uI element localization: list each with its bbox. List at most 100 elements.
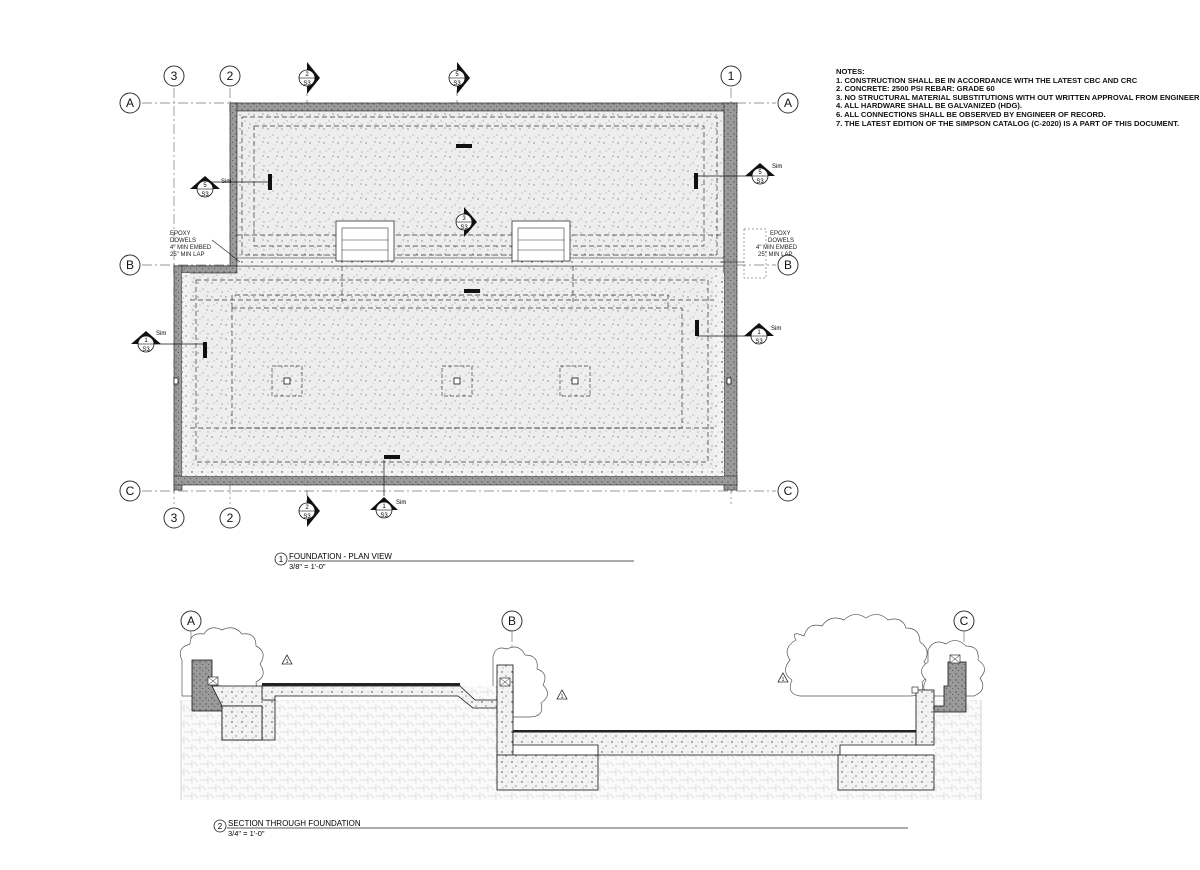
east-footing-edge — [714, 273, 724, 476]
note-item: 2. CONCRETE: 2500 PSI REBAR: GRADE 60 — [836, 84, 995, 94]
grid-label-b-left: B — [126, 258, 134, 272]
section-marker-right-5: 5 S3 Sim — [697, 163, 782, 185]
lower-slab-top-edge — [513, 730, 916, 733]
section-number: 3 — [462, 216, 466, 222]
svg-text:DOWELS: DOWELS — [170, 238, 196, 244]
section-sheet: S3 — [755, 339, 763, 345]
general-notes: NOTES: 1. CONSTRUCTION SHALL BE IN ACCOR… — [836, 67, 1200, 128]
note-item: 1. CONSTRUCTION SHALL BE IN ACCORDANCE W… — [836, 75, 1138, 85]
grid-label-b-right: B — [784, 258, 792, 272]
revision-number: 1 — [285, 659, 288, 665]
section-lower-slab — [512, 731, 917, 756]
note-item: 6. ALL CONNECTIONS SHALL BE OBSERVED BY … — [836, 109, 1106, 119]
pad-footings — [271, 365, 591, 397]
section-marker-left-5: 5 S3 Sim — [190, 176, 268, 198]
section-sheet: S3 — [303, 514, 311, 520]
south-footing-edge — [182, 468, 714, 476]
svg-text:25" MIN LAP: 25" MIN LAP — [758, 252, 792, 258]
section-marker-center-3: 3 S3 — [455, 207, 477, 237]
epoxy-callout-left: EPOXY DOWELS 4" MIN EMBED 25" MIN LAP — [170, 231, 241, 263]
view-scale: 3/8" = 1'-0" — [289, 562, 326, 571]
section-number: 1 — [757, 330, 761, 336]
section-sheet: S3 — [142, 347, 150, 353]
grid-label-3-bottom: 3 — [171, 511, 178, 525]
section-sheet: S3 — [201, 192, 209, 198]
section-number: 5 — [203, 183, 207, 189]
footing-right — [837, 654, 967, 791]
view-title: SECTION THROUGH FOUNDATION — [228, 819, 361, 828]
sim-label: Sim — [396, 500, 406, 506]
soil-edges — [180, 700, 982, 800]
section-number: 1 — [144, 338, 148, 344]
view-title: FOUNDATION - PLAN VIEW — [289, 552, 392, 561]
section-sheet: S3 — [460, 225, 468, 231]
foundation-section-view: A B C — [179, 610, 985, 838]
section-grid-bubbles — [180, 610, 975, 632]
slab-step-band — [235, 257, 725, 267]
section-grid-label-c: C — [960, 614, 969, 628]
grid-label-1-top: 1 — [728, 69, 735, 83]
section-number: 5 — [455, 72, 459, 78]
section-view-title: 2 SECTION THROUGH FOUNDATION 3/4" = 1'-0… — [213, 819, 908, 838]
svg-text:4" MIN EMBED: 4" MIN EMBED — [170, 245, 212, 251]
lower-slab — [180, 265, 725, 477]
foundation-plan-view: 3 2 1 3 2 A A B B C C 2 S3 5 S3 — [119, 62, 799, 571]
west-footing-edge — [182, 273, 190, 476]
footing-left — [191, 659, 276, 741]
note-item: 7. THE LATEST EDITION OF THE SIMPSON CAT… — [836, 118, 1180, 128]
post-bases — [173, 377, 732, 385]
grid-label-3-top: 3 — [171, 69, 178, 83]
grid-bubbles — [119, 65, 799, 529]
upper-slab — [235, 109, 725, 264]
section-marker-right-1: 1 S3 Sim — [697, 323, 781, 345]
svg-text:EPOXY: EPOXY — [170, 231, 191, 237]
sim-label: Sim — [156, 331, 166, 337]
section-grid-label-a: A — [187, 614, 195, 628]
svg-text:4" MIN EMBED: 4" MIN EMBED — [756, 245, 798, 251]
section-sheet: S3 — [380, 513, 388, 519]
note-item: 3. NO STRUCTURAL MATERIAL SUBSTITUTIONS … — [836, 92, 1200, 102]
section-sheet: S3 — [453, 81, 461, 87]
hidden-footing-lines — [190, 116, 724, 463]
revision-number: 1 — [560, 694, 563, 700]
view-number: 2 — [218, 822, 223, 831]
note-item: 4. ALL HARDWARE SHALL BE GALVANIZED (HDG… — [836, 101, 1023, 111]
view-number: 1 — [279, 555, 284, 564]
section-sheet: S3 — [303, 81, 311, 87]
section-sheet: S3 — [756, 179, 764, 185]
grid-label-a-left: A — [126, 96, 134, 110]
svg-text:EPOXY: EPOXY — [770, 231, 791, 237]
grid-label-c-right: C — [784, 484, 793, 498]
view-scale: 3/4" = 1'-0" — [228, 829, 265, 838]
sim-label: Sim — [771, 326, 781, 332]
footing-center — [496, 664, 599, 791]
sim-label: Sim — [221, 179, 231, 185]
section-number: 5 — [758, 170, 762, 176]
revision-triangles — [281, 654, 789, 700]
section-grid-label-b: B — [508, 614, 516, 628]
notes-heading: NOTES: — [836, 67, 865, 76]
grid-label-2-top: 2 — [227, 69, 234, 83]
holdown-marks — [203, 144, 699, 459]
grid-label-a-right: A — [784, 96, 792, 110]
section-marker-top-5: 5 S3 — [448, 62, 470, 94]
section-marker-bottom-2: 2 S3 — [298, 495, 320, 527]
section-number: 1 — [382, 504, 386, 510]
section-number: 2 — [305, 72, 309, 78]
sim-label: Sim — [772, 164, 782, 170]
slab-openings — [335, 220, 571, 262]
grid-label-2-bottom: 2 — [227, 511, 234, 525]
soil-hatch — [181, 686, 981, 800]
section-marker-bottom-1: 1 S3 Sim — [370, 460, 406, 519]
plan-view-title: 1 FOUNDATION - PLAN VIEW 3/8" = 1'-0" — [274, 552, 634, 571]
grid-label-c-left: C — [126, 484, 135, 498]
section-marker-left-1: 1 S3 Sim — [131, 331, 205, 353]
section-number: 2 — [305, 505, 309, 511]
epoxy-callout-right: EPOXY DOWELS 4" MIN EMBED 25" MIN LAP — [720, 228, 798, 279]
section-marker-top-2: 2 S3 — [298, 62, 320, 94]
svg-text:DOWELS: DOWELS — [768, 238, 794, 244]
revision-number: 1 — [781, 677, 784, 683]
slab-top-edge — [262, 683, 460, 686]
svg-text:25" MIN LAP: 25" MIN LAP — [170, 252, 204, 258]
